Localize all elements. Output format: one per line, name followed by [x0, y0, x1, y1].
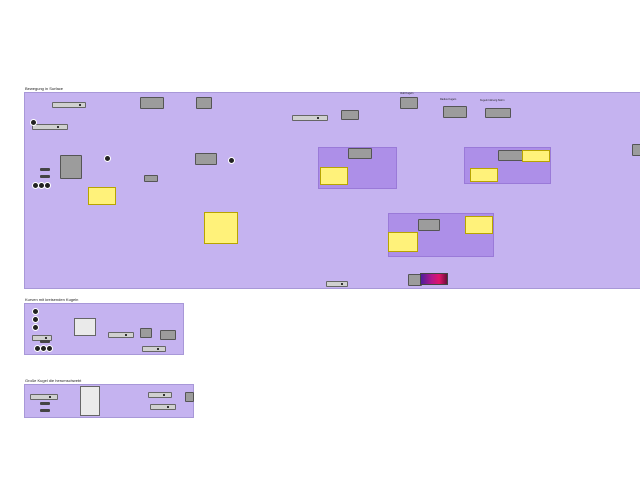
group-title-bewegung: Bewegung in Surface [25, 86, 64, 91]
toggle-2[interactable] [40, 175, 50, 178]
component-node[interactable] [443, 106, 467, 118]
panel-2[interactable] [204, 212, 238, 244]
slider-4[interactable] [326, 281, 348, 287]
component-node[interactable] [400, 97, 418, 109]
cluster-label-radius: Radius Kugeln [440, 98, 457, 101]
slider-knob[interactable] [157, 347, 159, 350]
group-grosse-kugel[interactable] [24, 384, 194, 418]
toggle-1[interactable] [40, 168, 50, 171]
component-node[interactable] [632, 144, 640, 156]
component-node[interactable] [196, 97, 212, 109]
component-node[interactable] [498, 150, 524, 161]
dial-icon[interactable] [32, 316, 39, 323]
component-node[interactable] [144, 175, 158, 182]
dial-icon[interactable] [30, 119, 37, 126]
dial-icon[interactable] [104, 155, 111, 162]
component-node[interactable] [348, 148, 372, 159]
group-title-kurven: Kurven mit kreisenden Kugeln [25, 297, 79, 302]
toggle-g2-1[interactable] [40, 340, 50, 343]
cluster-label-stoerm: Kugeln bisherig Störm [480, 99, 505, 102]
component-node[interactable] [80, 386, 100, 416]
slider-g3-3[interactable] [150, 404, 176, 410]
panel-6[interactable] [465, 216, 493, 234]
dial-icon[interactable] [32, 308, 39, 315]
slider-knob[interactable] [167, 405, 169, 408]
slider-knob[interactable] [163, 393, 165, 396]
component-node[interactable] [60, 155, 82, 179]
panel-3[interactable] [320, 167, 348, 185]
dial-icon[interactable] [32, 324, 39, 331]
panel-1[interactable] [88, 187, 116, 205]
panel-4[interactable] [470, 168, 498, 182]
slider-knob[interactable] [341, 282, 343, 285]
dial-icon[interactable] [46, 345, 53, 352]
slider-knob[interactable] [49, 395, 51, 398]
group-title-grosse-kugel: Große Kugel die herumschwebt [25, 378, 82, 383]
slider-knob[interactable] [125, 333, 127, 336]
component-node[interactable] [74, 318, 96, 336]
component-node[interactable] [485, 108, 511, 118]
slider-g3-2[interactable] [148, 392, 172, 398]
component-node[interactable] [160, 330, 176, 340]
panel-5[interactable] [388, 232, 418, 252]
slider-3[interactable] [292, 115, 328, 121]
component-node[interactable] [341, 110, 359, 120]
panel-7[interactable] [522, 150, 550, 162]
slider-g2-2[interactable] [108, 332, 134, 338]
component-node[interactable] [418, 219, 440, 231]
slider-g3-1[interactable] [30, 394, 58, 400]
component-node[interactable] [140, 97, 164, 109]
component-node[interactable] [185, 392, 194, 402]
slider-1[interactable] [52, 102, 86, 108]
slider-knob[interactable] [79, 103, 81, 106]
dial-icon[interactable] [44, 182, 51, 189]
slider-knob[interactable] [317, 116, 319, 119]
cluster-label-vekt: Vekt Kugeln [400, 92, 414, 95]
slider-knob[interactable] [57, 125, 59, 128]
gradient-icon[interactable] [420, 273, 448, 285]
component-node[interactable] [195, 153, 217, 165]
dial-icon[interactable] [228, 157, 235, 164]
toggle-g3-1[interactable] [40, 402, 50, 405]
toggle-g3-2[interactable] [40, 409, 50, 412]
slider-g2-3[interactable] [142, 346, 166, 352]
component-node[interactable] [140, 328, 152, 338]
group-bewegung-in-surface[interactable] [24, 92, 640, 289]
slider-knob[interactable] [45, 336, 47, 339]
slider-2[interactable] [32, 124, 68, 130]
